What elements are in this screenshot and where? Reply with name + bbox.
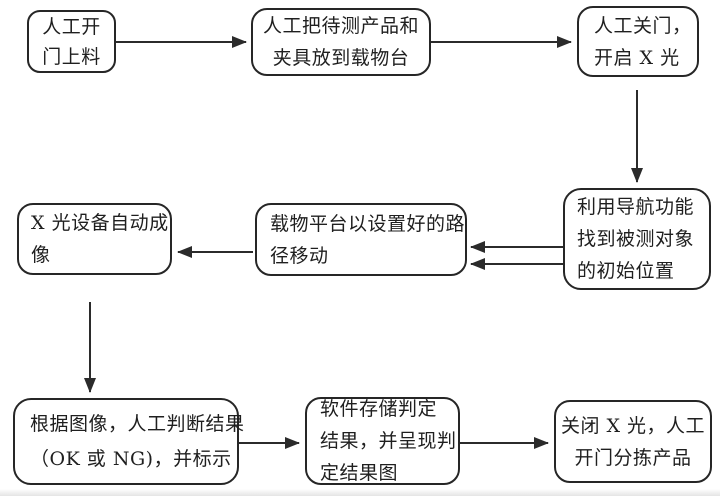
node-label-line: X 光设备自动成 [31, 212, 169, 234]
node-label-line: 像 [31, 244, 51, 266]
node-label-line: 关闭 X 光，人工 [560, 414, 706, 437]
node-manual-open-door-load: 人工开 门上料 [27, 10, 116, 73]
node-place-product-on-stage: 人工把待测产品和 夹具放到载物台 [251, 8, 431, 76]
node-label-line: 定结果图 [320, 462, 399, 484]
node-label-line: 载物平台以设置好的路 [270, 212, 466, 235]
node-navigate-to-initial-position: 利用导航功能 找到被测对象 的初始位置 [563, 188, 711, 290]
node-label-line: 夹具放到载物台 [272, 47, 410, 69]
node-manual-judge-result: 根据图像，人工判断结果 （OK 或 NG)，并标示 [13, 398, 245, 485]
node-software-store-result: 软件存储判定 结果，并呈现判 定结果图 [305, 397, 460, 485]
node-label-line: 径移动 [270, 244, 329, 267]
node-label-line: 人工关门， [594, 14, 692, 37]
node-label-line: 找到被测对象 [577, 228, 695, 250]
node-label-line: 人工把待测产品和 [262, 15, 419, 37]
node-xray-auto-imaging: X 光设备自动成 像 [17, 203, 172, 275]
node-label-line: 根据图像，人工判断结果 [30, 412, 245, 435]
node-xray-off-sort-product: 关闭 X 光，人工 开门分拣产品 [554, 400, 712, 483]
node-stage-move-preset-path: 载物平台以设置好的路 径移动 [255, 203, 467, 276]
node-label-line: 开门分拣产品 [574, 446, 692, 469]
node-label-line: 结果，并呈现判 [320, 430, 457, 452]
node-close-door-xray-on: 人工关门， 开启 X 光 [577, 6, 699, 77]
node-label-line: （OK 或 NG)，并标示 [30, 447, 232, 470]
page-bottom-edge [0, 489, 720, 496]
node-label-line: 软件存储判定 [320, 398, 438, 420]
node-label-line: 门上料 [42, 45, 101, 68]
node-label-line: 的初始位置 [577, 260, 675, 282]
node-label-line: 利用导航功能 [577, 196, 695, 218]
node-label-line: 开启 X 光 [594, 46, 680, 69]
node-label-line: 人工开 [42, 15, 101, 38]
